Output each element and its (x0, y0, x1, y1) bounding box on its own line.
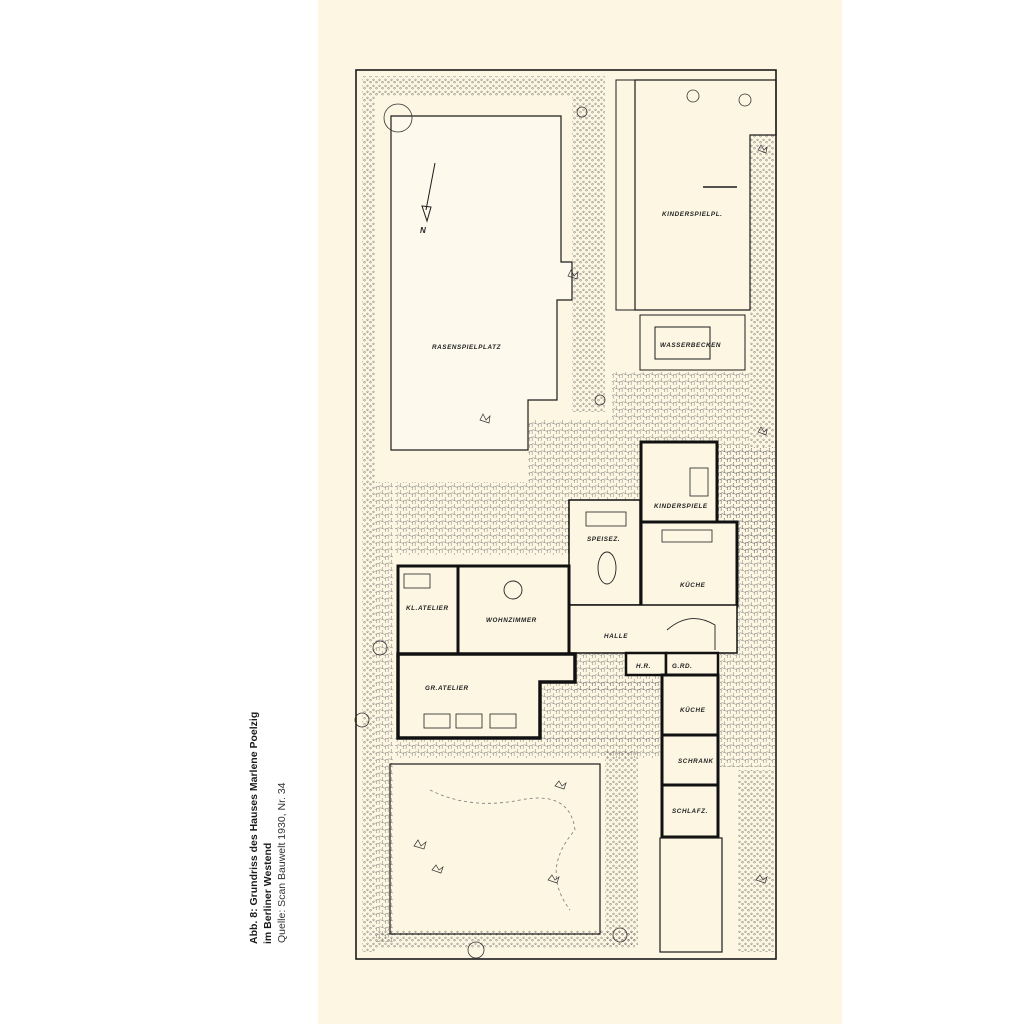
north-arrow: N (420, 162, 436, 235)
label-speisez: SPEISEZ. (587, 536, 620, 543)
label-kinderspiele: KINDERSPIELE (654, 503, 708, 510)
room-kueche2 (660, 673, 720, 737)
shrubs (413, 144, 768, 884)
north-hedge (375, 76, 605, 96)
label-kueche: KÜCHE (680, 580, 706, 589)
lawn-east-border (572, 96, 605, 412)
room-wohnzimmer (456, 564, 571, 656)
living-table (503, 580, 523, 600)
room-halle (568, 604, 738, 654)
water-basin (654, 326, 711, 360)
label-gr-atelier: GR.ATELIER (425, 685, 469, 692)
atelier-bench-1 (423, 713, 451, 729)
label-wasserbecken: WASSERBECKEN (660, 342, 721, 349)
atelier-bench-3 (489, 713, 517, 729)
floor-plan: RASENSPIELPLATZ N KINDERSPIELPL. WASSERB… (354, 69, 777, 960)
north-label: N (420, 226, 426, 235)
room-gr-atelier (396, 652, 577, 740)
west-hedge (362, 76, 375, 952)
desk-kl-atelier (403, 573, 431, 589)
plan-sheet: RASENSPIELPLATZ N KINDERSPIELPL. WASSERB… (318, 0, 842, 1024)
south-path (395, 738, 663, 758)
table-kinderspiele (689, 467, 709, 497)
trees (354, 89, 752, 959)
label-kinderspielplatz: KINDERSPIELPL. (662, 211, 723, 218)
lawn-play-field (390, 115, 573, 451)
path-west (375, 482, 393, 942)
east-hedge (750, 135, 774, 447)
label-halle: HALLE (604, 633, 628, 640)
room-schlafz (660, 783, 720, 839)
room-kinderspiele (639, 440, 719, 524)
label-schlafz: SCHLAFZ. (672, 808, 708, 815)
staircase (666, 618, 716, 650)
service-yard (659, 837, 723, 953)
room-kueche (639, 520, 739, 608)
label-kueche2: KÜCHE (680, 705, 706, 714)
south-garden (389, 763, 601, 935)
figure-caption: Abb. 8: Grundriss des Hauses Marlene Poe… (248, 0, 300, 1024)
water-basin-frame (639, 314, 746, 371)
label-wohnzimmer: WOHNZIMMER (486, 617, 537, 624)
caption-text: Abb. 8: Grundriss des Hauses Marlene Poe… (248, 584, 290, 944)
caption-source: Quelle: Scan Bauwelt 1930, Nr. 34 (276, 782, 288, 943)
dining-table (597, 551, 617, 585)
terrace-south (540, 682, 662, 742)
label-rasenspielplatz: RASENSPIELPLATZ (432, 344, 502, 351)
south-hedge (375, 930, 635, 948)
room-schrank (660, 733, 720, 787)
garden-path (429, 789, 576, 911)
caption-title-line1: Abb. 8: Grundriss des Hauses Marlene Poe… (248, 711, 260, 944)
playground-wall (615, 79, 636, 311)
kitchen-counter (661, 529, 713, 543)
label-hr: H.R. (636, 663, 651, 670)
caption-title-line2: im Berliner Westend (261, 842, 274, 944)
label-kl-atelier: KL.ATELIER (406, 605, 449, 612)
label-garderobe: G.RD. (672, 663, 693, 670)
south-east-hedge (738, 770, 774, 952)
south-border (605, 750, 638, 945)
label-schrank: SCHRANK (678, 758, 714, 765)
buffet (585, 511, 627, 527)
atelier-bench-2 (455, 713, 483, 729)
house: KINDERSPIELE SPEISEZ. KÜCHE HALLE KL.ATE… (396, 440, 739, 953)
